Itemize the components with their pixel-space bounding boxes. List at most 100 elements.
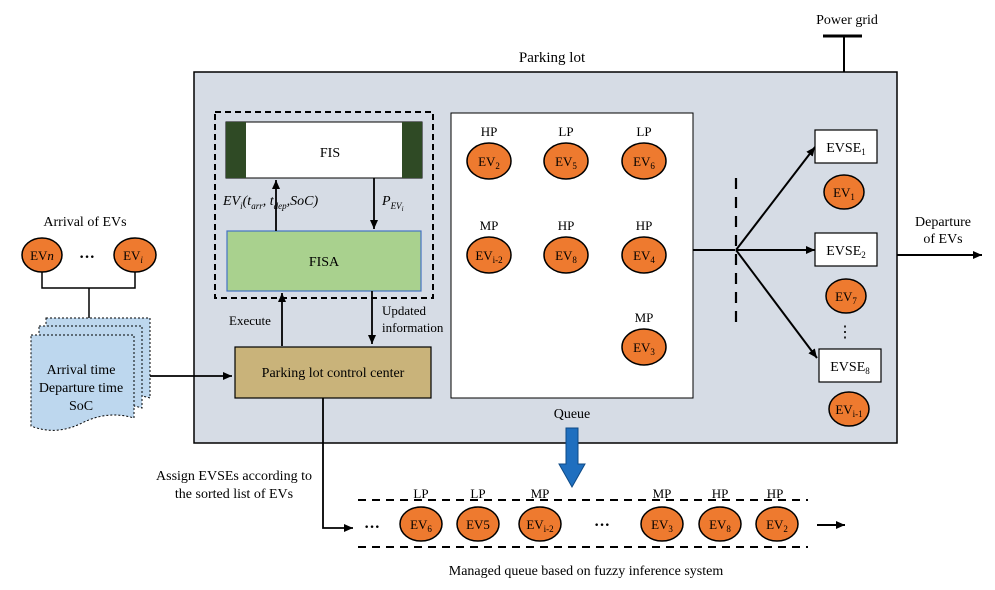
grid-ev-0-circle (466, 142, 512, 180)
control-center-block (234, 346, 432, 399)
grid-ev-4-priority: HP (558, 218, 575, 233)
fis-module-box (214, 111, 434, 299)
fis-input-label: EVi(tarr, tdep,SoC) (222, 194, 318, 211)
managed-queue-label: Managed queue based on fuzzy inference s… (449, 564, 724, 579)
fisa-block (226, 230, 422, 292)
queue-ev-0: EV6 (399, 506, 443, 542)
grid-ev-5: EV4 (621, 236, 667, 274)
queue-ev-3-circle (640, 506, 684, 542)
assign-label-line2: the sorted list of EVs (175, 487, 293, 502)
ev-info-documents: Arrival time Departure time SoC (30, 317, 151, 431)
grid-ev-0-text: EV2 (478, 154, 500, 171)
grid-ev-0-priority: HP (481, 124, 498, 139)
queue-ev-4-priority: HP (712, 486, 729, 501)
queue-ev-3-text: EV3 (651, 517, 673, 534)
grid-ev-5-circle (621, 236, 667, 274)
grid-ev-1-text: EV5 (555, 154, 577, 171)
fis-left-bar (226, 122, 246, 178)
arrival-ellipsis: ··· (79, 249, 95, 266)
arrival-ev-n-text: EVn (30, 248, 54, 263)
queue-ev-1-circle (456, 506, 500, 542)
evse-0-ev-circle (823, 174, 865, 210)
queue-ev-1: EV5 (456, 506, 500, 542)
queue-down-arrow (558, 427, 586, 489)
fisa-label: FISA (309, 255, 340, 270)
fis-block (225, 121, 423, 179)
fis-right-bar (402, 122, 422, 178)
doc-line-departure: Departure time (39, 381, 123, 396)
grid-ev-6-priority: MP (635, 310, 654, 325)
queue-ev-2: EVi-2 (518, 506, 562, 542)
grid-ev-4: EV8 (543, 236, 589, 274)
evse-1-label: EVSE2 (826, 244, 866, 260)
evse-0-label: EVSE1 (826, 141, 866, 157)
queue-ev-2-priority: MP (531, 486, 550, 501)
evse-1-ev: EV7 (825, 278, 867, 314)
arrival-ev-i-text: EVi (123, 248, 143, 265)
execute-label: Execute (229, 313, 271, 328)
evse-2-ev-text: EVi-1 (835, 402, 862, 419)
grid-ev-2-text: EV6 (633, 154, 655, 171)
evse-2-label: EVSE8 (830, 360, 870, 376)
arrival-bracket (41, 272, 136, 289)
queue-ev-0-priority: LP (413, 486, 428, 501)
grid-ev-3-text: EVi-2 (475, 248, 502, 265)
grid-ev-1-priority: LP (558, 124, 573, 139)
grid-ev-0: EV2 (466, 142, 512, 180)
queue-ev-0-text: EV6 (410, 517, 432, 534)
grid-ev-2-priority: LP (636, 124, 651, 139)
grid-ev-4-text: EV8 (555, 248, 577, 265)
evse-0-ev: EV1 (823, 174, 865, 210)
arrival-ev-n: EVn (21, 237, 63, 273)
doc-line-arrival: Arrival time (47, 363, 116, 378)
grid-ev-6: EV3 (621, 328, 667, 366)
queue-middle-ellipsis: ··· (594, 517, 610, 534)
evse-0-ev-text: EV1 (833, 185, 855, 202)
evse-0-box (814, 129, 878, 164)
queue-ev-2-text: EVi-2 (526, 517, 553, 534)
queue-ev-4-text: EV8 (709, 517, 731, 534)
grid-ev-3-circle (466, 236, 512, 274)
control-center-label: Parking lot control center (262, 366, 405, 381)
assign-label-line1: Assign EVSEs according to (156, 469, 312, 484)
dispatch-arrow-evse1 (735, 146, 816, 251)
queue-ev-0-circle (399, 506, 443, 542)
queue-ev-1-priority: LP (470, 486, 485, 501)
grid-ev-2-circle (621, 142, 667, 180)
power-grid-label: Power grid (816, 13, 878, 28)
document-front (30, 334, 135, 431)
updated-label-line1: Updated (382, 303, 427, 318)
evse-dots: ⋮ (837, 324, 853, 341)
grid-ev-5-text: EV4 (633, 248, 655, 265)
queue-ev-1-text: EV5 (466, 517, 490, 532)
queue-ev-3: EV3 (640, 506, 684, 542)
queue-ev-5-priority: HP (767, 486, 784, 501)
queue-left-ellipsis: ··· (364, 519, 380, 536)
parking-lot-title: Parking lot (519, 50, 586, 66)
queue-ev-5-text: EV2 (766, 517, 788, 534)
evse-1-ev-circle (825, 278, 867, 314)
evse-1-box (814, 232, 878, 267)
grid-ev-3: EVi-2 (466, 236, 512, 274)
evse-2-box (818, 348, 882, 383)
queue-label: Queue (554, 407, 591, 422)
evse-1-ev-text: EV7 (835, 289, 857, 306)
grid-ev-4-circle (543, 236, 589, 274)
queue-ev-2-circle (518, 506, 562, 542)
departure-label-line2: of EVs (923, 232, 962, 247)
arrival-label: Arrival of EVs (43, 215, 126, 230)
grid-ev-2: EV6 (621, 142, 667, 180)
queue-ev-4-circle (698, 506, 742, 542)
grid-ev-6-circle (621, 328, 667, 366)
fis-output-label: PEVi (381, 194, 404, 213)
fis-label: FIS (320, 146, 340, 161)
grid-ev-1: EV5 (543, 142, 589, 180)
arrival-ev-i: EVi (113, 237, 157, 273)
updated-label-line2: information (382, 320, 444, 335)
